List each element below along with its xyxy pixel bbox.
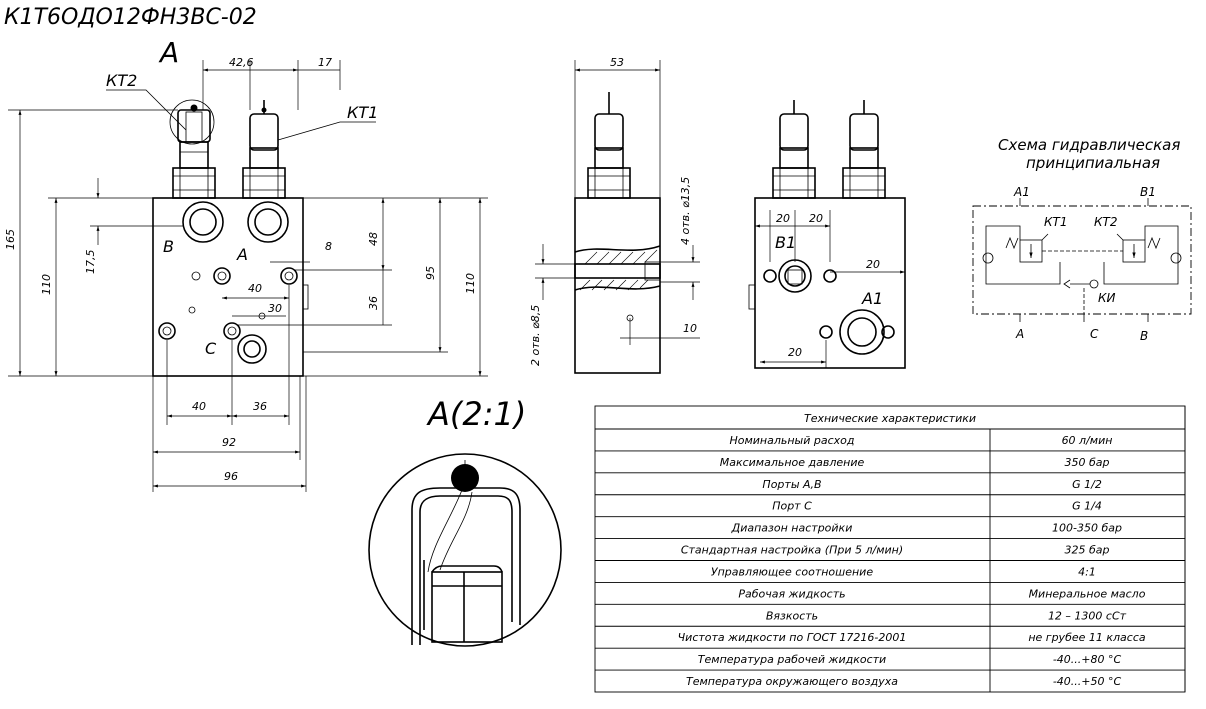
- schematic-label-a: А: [1015, 327, 1024, 341]
- dim-110-left: 110: [40, 274, 53, 295]
- side-view: 53 4 отв. ⌀13,5 2 отв. ⌀8,5 10: [529, 56, 700, 374]
- dim-40-bottom: 40: [192, 400, 206, 413]
- label-port-a: А: [236, 245, 248, 264]
- spec-param: Максимальное давление: [720, 456, 865, 469]
- schematic-label-b: В: [1140, 329, 1148, 343]
- spec-value: -40...+50 °С: [1053, 675, 1122, 688]
- cartridge-kt2: [169, 99, 216, 199]
- dim-8: 8: [325, 240, 332, 253]
- spec-param: Чистота жидкости по ГОСТ 17216-2001: [678, 631, 907, 644]
- dim-17-5: 17,5: [84, 250, 97, 275]
- dim-20-c: 20: [866, 258, 880, 271]
- dim-92: 92: [222, 436, 236, 449]
- schematic-label-ki: КИ: [1098, 291, 1116, 305]
- dim-holes-13-5: 4 отв. ⌀13,5: [679, 177, 692, 245]
- dim-30: 30: [268, 302, 282, 315]
- spec-value: G 1/4: [1072, 500, 1102, 513]
- dim-17: 17: [318, 56, 332, 69]
- spec-param: Порт С: [772, 500, 812, 513]
- dim-96: 96: [224, 470, 238, 483]
- spec-value: не грубее 11 класса: [1028, 631, 1146, 644]
- dim-20-d: 20: [788, 346, 802, 359]
- dim-95: 95: [424, 266, 437, 280]
- spec-value: 350 бар: [1065, 456, 1110, 469]
- spec-value: G 1/2: [1072, 478, 1102, 491]
- schematic-label-b1: В1: [1140, 185, 1156, 199]
- spec-value: 4:1: [1078, 565, 1096, 578]
- spec-param: Вязкость: [766, 609, 818, 622]
- dim-165: 165: [4, 229, 17, 250]
- spec-table-header: Технические характеристики: [804, 412, 976, 425]
- dim-110-right: 110: [464, 273, 477, 294]
- right-body: [754, 197, 906, 369]
- spec-value: 100-350 бар: [1052, 522, 1122, 535]
- dim-20-b: 20: [809, 212, 823, 225]
- label-kt1: КТ1: [347, 103, 378, 122]
- dim-40-horizontal: 40: [248, 282, 262, 295]
- right-view: В1 А1 20 20 20 20: [748, 100, 906, 369]
- dim-42-6: 42,6: [229, 56, 254, 69]
- detail-title: А(2:1): [426, 395, 526, 433]
- front-dimensions: 42,6 17 165 110 17,5 48 8 36 95 110 40 3: [4, 56, 488, 492]
- spec-param: Рабочая жидкость: [738, 587, 845, 600]
- schematic-label-a1: А1: [1013, 185, 1030, 199]
- spec-param: Управляющее соотношение: [711, 565, 873, 578]
- label-port-a1: А1: [861, 289, 883, 308]
- spec-param: Температура окружающего воздуха: [686, 675, 898, 688]
- schematic-label-c: С: [1090, 327, 1099, 341]
- side-body: [574, 197, 661, 374]
- dim-36-bottom: 36: [253, 400, 267, 413]
- spec-value: 60 л/мин: [1062, 434, 1113, 447]
- view-a-marker: А: [158, 36, 179, 69]
- drawing-title: К1Т6ОДО12ФН3ВС-02: [4, 5, 257, 30]
- spec-param: Диапазон настройки: [731, 522, 853, 535]
- spec-param: Номинальный расход: [729, 434, 854, 447]
- detail-view: А(2:1): [368, 395, 562, 647]
- dim-36-vertical: 36: [367, 296, 380, 310]
- dim-10: 10: [683, 322, 697, 335]
- hydraulic-schematic: Схема гидравлическая принципиальная А1 В…: [972, 136, 1192, 343]
- spec-value: Минеральное масло: [1029, 587, 1146, 600]
- label-kt2: КТ2: [106, 71, 137, 90]
- spec-param: Порты А,В: [762, 478, 821, 491]
- dim-20-a: 20: [776, 212, 790, 225]
- spec-value: -40...+80 °С: [1053, 653, 1122, 666]
- schematic-title-2: принципиальная: [1026, 154, 1160, 172]
- spec-value: 12 – 1300 сСт: [1048, 609, 1127, 622]
- label-port-b1: В1: [775, 233, 796, 252]
- front-view: В А С КТ2 КТ1: [106, 71, 378, 377]
- schematic-title-1: Схема гидравлическая: [998, 136, 1180, 154]
- schematic-label-kt1: КТ1: [1044, 215, 1067, 229]
- spec-table: Технические характеристики Номинальный р…: [594, 405, 1186, 693]
- label-port-c: С: [205, 339, 217, 358]
- dim-holes-8-5: 2 отв. ⌀8,5: [529, 305, 542, 366]
- schematic-label-kt2: КТ2: [1094, 215, 1117, 229]
- spec-value: 325 бар: [1065, 544, 1110, 557]
- label-port-b: В: [163, 237, 174, 256]
- spec-param: Температура рабочей жидкости: [698, 653, 886, 666]
- spec-param: Стандартная настройка (При 5 л/мин): [681, 544, 903, 557]
- dim-53: 53: [610, 56, 624, 69]
- dim-48: 48: [367, 232, 380, 246]
- cartridge-kt1: [242, 100, 286, 199]
